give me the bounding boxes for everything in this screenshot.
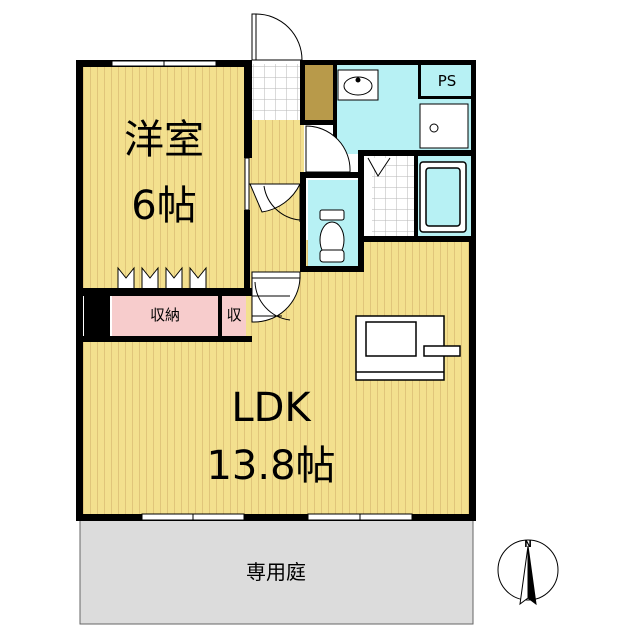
door-swing-icon bbox=[251, 13, 303, 61]
storage-label: 収納 bbox=[149, 306, 180, 324]
window-mullions bbox=[163, 61, 361, 520]
sink-icon bbox=[337, 69, 379, 101]
garden-label: 専用庭 bbox=[246, 560, 306, 584]
door-swing-icon bbox=[249, 183, 301, 222]
toilet-icon bbox=[319, 209, 345, 263]
bath-entrance bbox=[367, 157, 391, 177]
western-room-name: 洋室 bbox=[124, 117, 204, 163]
compass-north-label: N bbox=[524, 540, 532, 550]
ldk-size: 13.8帖 bbox=[206, 443, 336, 489]
ps-label: PS bbox=[437, 72, 457, 90]
storage-small-label: 収 bbox=[226, 306, 242, 324]
compass-icon bbox=[497, 539, 559, 606]
storage-closet bbox=[112, 296, 218, 336]
bathtub-icon bbox=[419, 161, 467, 233]
ldk-name: LDK bbox=[231, 385, 311, 431]
ps-column bbox=[305, 64, 333, 120]
garden-area bbox=[79, 519, 474, 625]
door-swing-icon bbox=[251, 271, 301, 323]
washing-machine-pan-icon bbox=[419, 103, 469, 149]
entrance-tile bbox=[252, 64, 304, 120]
western-room-size: 6帖 bbox=[131, 183, 197, 229]
closet-door-icon bbox=[117, 266, 207, 288]
door-swing-icon bbox=[305, 125, 351, 173]
kitchen-counter-icon bbox=[355, 315, 461, 381]
storage-small-closet bbox=[222, 296, 246, 336]
walls bbox=[76, 60, 476, 521]
